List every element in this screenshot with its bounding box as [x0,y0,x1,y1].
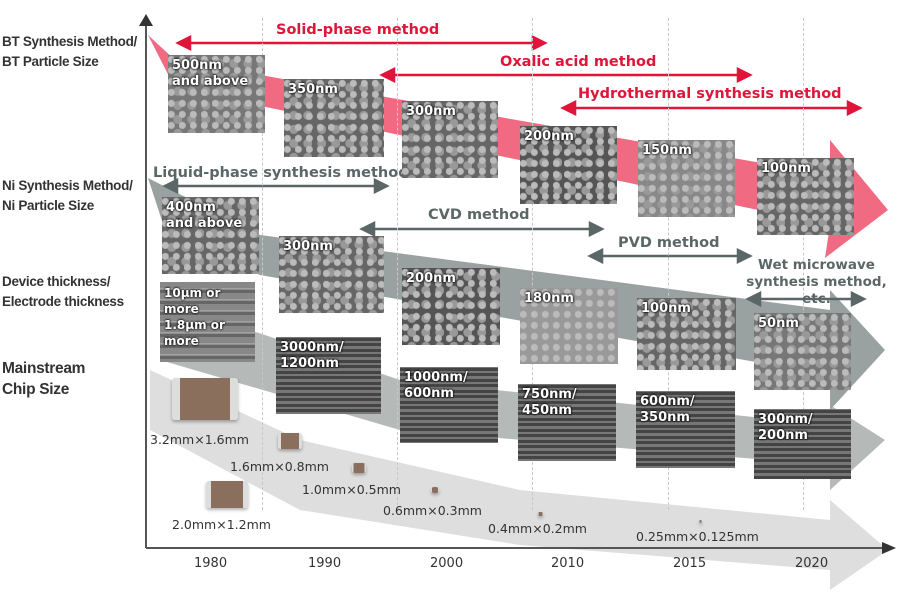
chip-0402-image [538,512,543,516]
ni-size-label: 200nm [406,271,456,286]
bt-photo-1980: 500nm and above [168,55,265,133]
chip-size-label: 3.2mm×1.6mm [150,432,249,447]
chip-size-band [150,370,888,590]
gridline-2019 [803,18,804,510]
method-cvd: CVD method [428,207,530,223]
year-label: 2010 [551,556,585,571]
method-oxalic-acid: Oxalic acid method [500,54,657,70]
method-wet-microwave: Wet microwave synthesis method, etc. [746,257,887,307]
chip-size-label: 0.6mm×0.3mm [383,503,482,518]
y-axis-arrowhead [139,14,153,26]
ni-size-label: 180nm [524,291,574,306]
chip-size-label: 1.6mm×0.8mm [230,459,329,474]
gridline-1985 [262,18,263,510]
device-thickness-label: 1000nm/ 600nm [404,370,468,401]
ni-photo-2020: 50nm [754,313,851,390]
chip-1005-image [352,463,366,473]
bt-size-label: 500nm and above [172,58,249,89]
bt-size-label: 100nm [761,161,811,176]
chip-size-label: 0.25mm×0.125mm [636,529,759,544]
bt-size-label: 200nm [524,129,574,144]
device-photo-2015: 600nm/ 350nm [636,391,735,468]
ni-size-label: 300nm [283,239,333,254]
bt-size-label: 350nm [288,82,338,97]
ni-photo-2010: 180nm [520,288,618,364]
ni-size-label: 400nm and above [166,200,243,231]
year-label: 2000 [430,556,464,571]
chip-size-label: 2.0mm×1.2mm [172,517,271,532]
ni-size-label: 50nm [758,316,799,331]
bt-photo-2010: 200nm [520,126,617,204]
device-photo-2020: 300nm/ 200nm [754,409,851,479]
method-hydrothermal: Hydrothermal synthesis method [578,86,842,102]
device-thickness-label: 750nm/ 450nm [522,387,577,418]
device-photo-2000: 1000nm/ 600nm [400,367,498,443]
year-label: 1980 [194,556,228,571]
chip-3216-image [172,378,238,420]
x-axis-arrowhead [882,542,896,554]
gridline-2008 [532,18,533,510]
ni-photo-1990: 300nm [279,236,384,313]
chip-0603-image [431,487,439,493]
ni-photo-2015: 100nm [637,298,736,370]
method-pvd: PVD method [618,235,720,251]
device-thickness-label: 600nm/ 350nm [640,394,695,425]
year-label: 2020 [795,556,829,571]
gridline-2014 [668,18,669,510]
device-photo-2010: 750nm/ 450nm [518,384,616,461]
device-photo-1990: 3000nm/ 1200nm [276,337,381,414]
device-thickness-label: 10µm or more 1.8µm or more [164,286,225,348]
device-thickness-label: 3000nm/ 1200nm [280,340,344,371]
bt-photo-1990: 350nm [284,79,384,157]
gridline-1995 [397,18,398,510]
method-solid-phase: Solid-phase method [276,22,440,38]
chip-size-label: 1.0mm×0.5mm [302,482,401,497]
ni-photo-1980: 400nm and above [162,197,259,274]
ni-size-label: 100nm [641,301,691,316]
year-label: 2015 [673,556,707,571]
bt-photo-2000: 300nm [402,101,498,178]
row-label-bt: BT Synthesis Method/ BT Particle Size [2,34,138,69]
bt-size-label: 150nm [642,143,692,158]
chip-1608-image [278,433,302,449]
bt-method-arrows [175,34,863,117]
row-label-ni: Ni Synthesis Method/ Ni Particle Size [2,178,133,213]
ni-method-arrows [162,177,867,308]
device-photo-1980: 10µm or more 1.8µm or more [160,282,255,362]
bt-size-label: 300nm [406,104,456,119]
year-label: 1990 [308,556,342,571]
bt-photo-2015: 150nm [638,140,735,217]
bt-photo-2020: 100nm [757,158,854,235]
chip-size-label: 0.4mm×0.2mm [488,521,587,536]
chip-0201-image [699,520,702,523]
device-thickness-label: 300nm/ 200nm [758,412,813,443]
row-label-chip: Mainstream Chip Size [2,360,86,398]
ni-photo-2000: 200nm [402,268,500,345]
row-label-device: Device thickness/ Electrode thickness [2,274,124,309]
method-liquid-phase: Liquid-phase synthesis method [153,165,409,181]
chip-2012-image [206,481,248,508]
